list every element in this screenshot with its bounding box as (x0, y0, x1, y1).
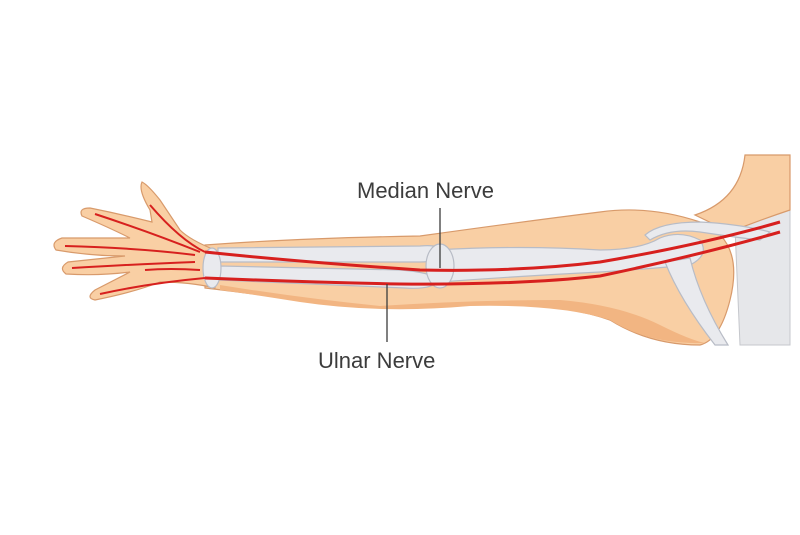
arm-shadow (220, 285, 705, 344)
radius-bone (217, 245, 446, 263)
shoulder-bone-lower (664, 257, 730, 346)
median-nerve-label: Median Nerve (357, 178, 494, 203)
median-nerve-line (204, 220, 781, 272)
ulnar-nerve-label: Ulnar Nerve (318, 348, 436, 373)
hand-nerve-branches (64, 204, 206, 295)
scapula-bone (644, 221, 772, 241)
ulnar-nerve-line (204, 230, 781, 286)
hand-skin (53, 181, 216, 301)
shoulder-skin (693, 154, 791, 233)
